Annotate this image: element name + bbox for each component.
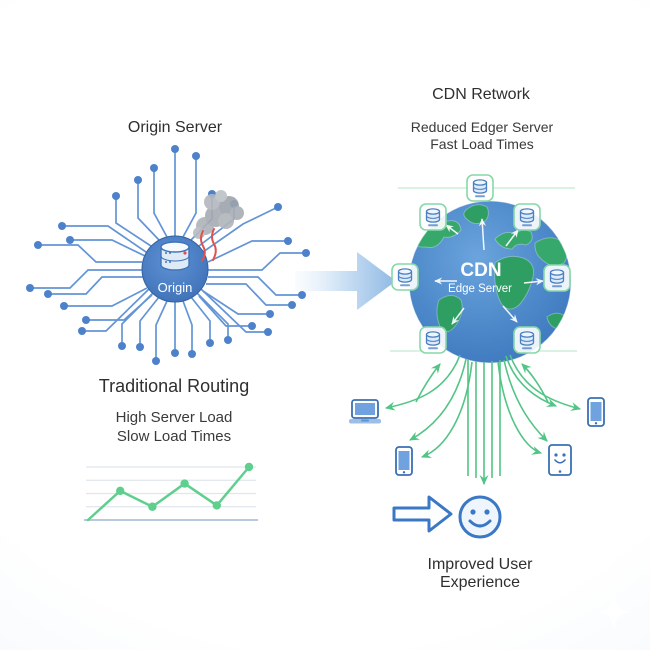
smoke-cloud-icon	[193, 190, 244, 239]
heat-lines-icon	[200, 228, 217, 262]
database-icon	[513, 203, 541, 231]
origin-server-node: Origin	[141, 235, 209, 303]
smiley-face-icon	[458, 495, 502, 539]
alert-dot	[183, 251, 187, 255]
left-caption-line2: Slow Load Times	[116, 428, 232, 445]
cdn-caption-line1: Reduced Edger Server	[410, 119, 554, 135]
laptop-icon	[349, 399, 381, 424]
sparkle-icon	[597, 596, 631, 629]
origin-node-label: Origin	[158, 280, 193, 295]
database-icon	[391, 263, 419, 291]
traditional-routing-title: Traditional Routing	[98, 376, 250, 396]
smartphone-icon	[395, 446, 413, 476]
cdn-globe: CDN Edge Server	[408, 200, 572, 364]
database-icon	[513, 326, 541, 354]
database-icon	[419, 203, 447, 231]
database-icon	[419, 326, 447, 354]
block-arrow-icon	[392, 495, 453, 533]
globe-routing-arrows	[434, 218, 544, 325]
globe-label: CDN	[460, 260, 501, 281]
globe-sublabel: Edge Server	[448, 283, 512, 295]
improved-experience-title: Improved User Experience	[427, 556, 533, 591]
flow-right-arrow-icon	[295, 252, 396, 310]
cdn-network-title: CDN Retwork	[432, 86, 530, 103]
delivery-streams	[384, 354, 582, 486]
cdn-caption-line2: Fast Load Times	[430, 136, 534, 152]
tablet-icon	[587, 397, 605, 427]
left-caption-line1: High Server Load	[115, 409, 233, 426]
server-load-chart	[84, 462, 258, 522]
smiley-tablet-icon	[548, 444, 572, 476]
database-icon	[466, 174, 494, 202]
database-icon	[543, 264, 571, 292]
origin-server-title: Origin Server	[127, 119, 223, 136]
